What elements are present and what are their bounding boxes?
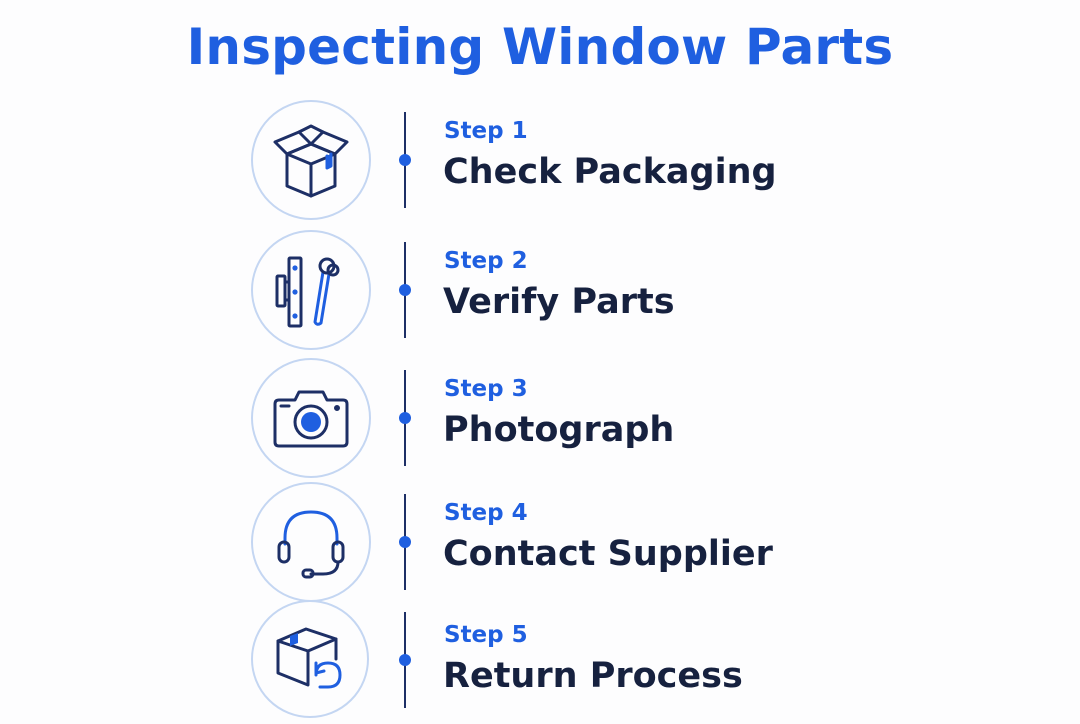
step-3-icon-circle: [251, 358, 371, 478]
step-4-timeline-dot: [399, 536, 411, 548]
step-3: Step 3 Photograph: [0, 358, 1080, 482]
step-5-label: Step 5: [444, 622, 528, 648]
step-3-timeline-dot: [399, 412, 411, 424]
open-box-icon: [273, 124, 349, 198]
box-return-icon: [276, 627, 342, 689]
step-4-title: Contact Supplier: [443, 534, 773, 574]
step-1-label: Step 1: [444, 118, 528, 144]
step-5: Step 5 Return Process: [0, 600, 1080, 724]
step-4-label: Step 4: [444, 500, 528, 526]
step-3-label: Step 3: [444, 376, 528, 402]
headset-icon: [277, 510, 345, 579]
step-4: Step 4 Contact Supplier: [0, 482, 1080, 606]
step-4-icon-circle: [251, 482, 371, 602]
step-2-label: Step 2: [444, 248, 528, 274]
step-1-icon-circle: [251, 100, 371, 220]
step-2: Step 2 Verify Parts: [0, 230, 1080, 354]
camera-icon: [273, 390, 349, 448]
step-1: Step 1 Check Packaging: [0, 100, 1080, 224]
step-2-timeline-dot: [399, 284, 411, 296]
step-5-icon-circle: [251, 600, 369, 718]
step-5-timeline-dot: [399, 654, 411, 666]
step-1-title: Check Packaging: [443, 152, 777, 192]
page-title: Inspecting Window Parts: [186, 18, 894, 76]
step-2-title: Verify Parts: [443, 282, 675, 322]
hinge-and-handle-icon: [275, 256, 340, 328]
step-1-timeline-dot: [399, 154, 411, 166]
step-2-icon-circle: [251, 230, 371, 350]
step-3-title: Photograph: [443, 410, 675, 450]
step-5-title: Return Process: [443, 656, 743, 696]
